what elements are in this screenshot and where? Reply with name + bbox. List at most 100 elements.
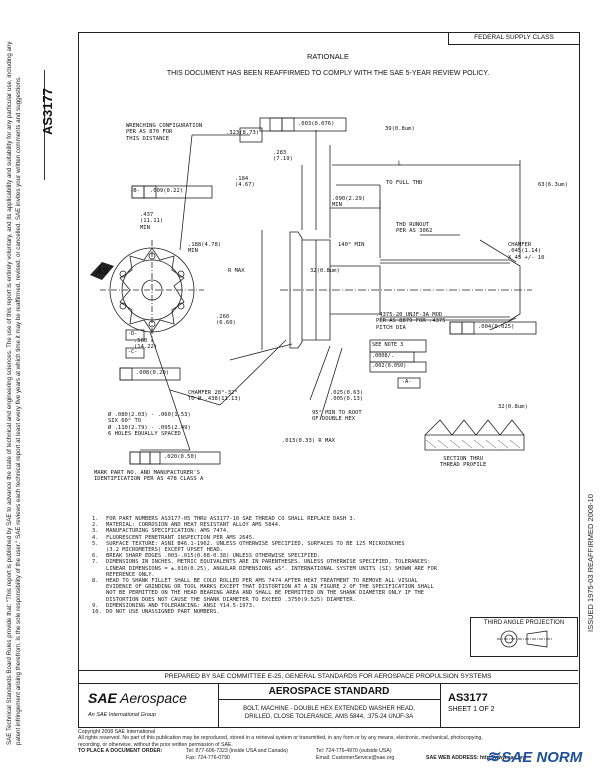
fcf-top-value: .003(0.076) [298,121,335,127]
dim-184: .184 (4.67) [235,176,255,189]
hole-dia: Ø .080(2.03) - .060(1.53) SIX 60° TO Ø .… [108,412,191,438]
see-note: SEE NOTE 3 [372,342,404,348]
label-wrenching-line1: WRENCHING CONFIGURATION [126,123,203,129]
note-row: 1. FOR PART NUMBERS AS3177-05 THRU AS3177… [92,516,532,522]
fcf-e-value: .002(0.050) [372,363,407,369]
note-text: MANUFACTURING SPECIFICATION: AMS 7474. [106,528,230,535]
hole-dia-line1: Ø .080(2.03) - .060(1.53) [108,412,191,418]
sae-logo: SAE Aerospace An SAE International Group [78,684,219,728]
third-angle-projection-box: THIRD ANGLE PROJECTION [470,617,578,657]
federal-supply-class-box: FEDERAL SUPPLY CLASS [448,32,579,45]
note-text: DIMENSIONS IN INCHES. METRIC EQUIVALENTS… [106,559,431,566]
note-text: FOR PART NUMBERS AS3177-05 THRU AS3177-1… [106,516,356,522]
side-disclaimer: SAE Technical Standards Board Rules prov… [6,41,22,746]
order-email[interactable]: Email: CustomerService@sae.org [316,754,395,761]
label-section-line2: THREAD PROFILE [440,462,487,469]
thread-note-line1: .4375-20 UNJF-3A MOD [376,312,443,318]
rights-statement-2: recording, or otherwise, without the pri… [78,741,233,748]
note-text: FLUORESCENT PENETRANT INSPECTION PER AMS… [106,534,256,541]
order-info-2: Fax: 724-776-0790 Email: CustomerService… [78,755,578,761]
dim-013: .013(0.33) R MAX [282,438,335,444]
sae-logo-mark: SAE [88,690,117,706]
label-chamfer-line1: CHAMFER [508,242,532,248]
note-row: EVIDENCE OF GRINDING OR TOOL MARKS EXCEP… [92,584,532,590]
note-row: 2.MATERIAL: CORROSION AND HEAT RESISTANT… [92,522,532,528]
dim-L: L [398,160,402,167]
note-number: 8. [92,578,99,585]
label-chamfer: CHAMFER .045(1.14) X 45 +/- 10 [508,242,544,261]
datum-a: -A- [402,379,412,385]
label-part-mark: MARK PART NO. AND MANUFACTURER'S IDENTIF… [94,470,203,483]
fcf-f-value: .020(0.50) [164,454,198,460]
fcf-b-datum: -B- [130,188,140,194]
datum-d: -D- [128,331,138,337]
dim-283-line2: (7.19) [273,156,293,163]
side-reaffirmed-date: ISSUED 1975-03 REAFFIRMED 2008-10 [586,494,595,632]
note-row: 8. HEAD TO SHANK FILLET SHALL BE COLD ROL… [92,578,532,584]
dim-560-line2: (14.22) [134,344,158,351]
third-angle-projection-title: THIRD ANGLE PROJECTION [483,620,565,626]
dim-283: .283 (7.19) [273,150,293,163]
note-text: EVIDENCE OF GRINDING OR TOOL MARKS EXCEP… [106,584,434,591]
note-text: HEAD TO SHANK FILLET SHALL BE COLD ROLLE… [106,578,418,585]
note-row: 10.DO NOT USE UNASSIGNED PART NUMBERS. [92,609,532,615]
footer: Copyright 2008 SAE International All rig… [78,729,578,761]
sae-logo-word: Aerospace [120,690,187,706]
note-row: 9.DIMENSIONING AND TOLERANCING: ANSI Y14… [92,603,532,609]
thread-profile-detail [424,419,525,436]
note-text: BREAK SHARP EDGES .003-.015(0.08-0.38) U… [106,553,321,560]
dim-025-line1: .025(0.63) [330,390,364,396]
dim-025: .025(0.63) .005(0.13) [330,390,363,403]
note-number: 10. [92,609,102,616]
copyright: Copyright 2008 SAE International [78,729,155,735]
order-fax: Fax: 724-776-0790 [186,754,230,761]
engineering-drawing: WRENCHING CONFIGURATION PER AS 870 FOR T… [80,90,576,510]
hole-dia-line4: 6 HOLES EQUALLY SPACED [108,431,181,438]
side-document-number: AS3177 [40,88,55,135]
note-number: 4. [92,534,99,541]
dim-090-line2: MIN [332,202,342,209]
order-label: TO PLACE A DOCUMENT ORDER: [78,748,163,755]
note-row: 6.BREAK SHARP EDGES .003-.015(0.08-0.38)… [92,553,532,559]
dim-560: .560 (14.22) [134,338,157,351]
note-number: 3. [92,528,99,535]
dim-188-line2: MIN [188,248,198,255]
label-section-line1: SECTION THRU [443,456,484,462]
sae-web-address[interactable]: SAE WEB ADDRESS: http://www.sae.org [426,754,527,761]
note-row: 3. MANUFACTURING SPECIFICATION: AMS 7474. [92,528,532,534]
dim-184-line2: (4.67) [235,182,255,189]
min-140: 140° MIN [338,242,365,248]
note-number: 1. [92,516,99,522]
label-thd-runout: THD RUNOUT PER AS 3062 [396,222,432,235]
thread-note-line3: PITCH DIA [376,324,406,331]
label-part-mark-line2: IDENTIFICATION PER AS 478 CLASS A [94,476,204,483]
bolt-drawing-svg [90,117,537,465]
prepared-by: PREPARED BY SAE COMMITTEE E-25, GENERAL … [78,670,578,681]
document-number: AS3177 [448,692,488,704]
note-text: DISTORTION DOES NOT CAUSE THE SHANK DIAM… [106,596,356,603]
note-row: REFERENCE ONLY. [92,572,532,578]
bolt-shank [330,265,381,315]
note-number: 9. [92,602,99,609]
label-chamfer-line2: .045(1.14) [508,248,542,255]
ra-63: 63(6.3um) [538,182,568,188]
label-part-mark-line1: MARK PART NO. AND MANUFACTURER'S [94,470,200,476]
note-text: REFERENCE ONLY. [106,571,155,578]
part-description: BOLT, MACHINE - DOUBLE HEX EXTENDED WASH… [218,706,440,721]
bolt-head [289,231,303,349]
label-wrenching-line3: THIS DISTANCE [126,135,170,142]
dim-184-line1: .184 [235,176,249,182]
dim-090: .090(2.29) MIN [332,196,365,209]
label-chamfer-base-line1: CHAMFER 28°-32° [188,390,238,396]
hole-dia-line2: SIX 60° TO [108,418,142,425]
sae-norm-mark-icon: ≋ [486,749,500,766]
note-text: (3.2 MICROMETERS) EXCEPT UPSET HEAD. [106,547,223,554]
note-row: NOT BE PERMITTED ON THE HEAD BEARING ARE… [92,590,532,596]
title-block-description: AEROSPACE STANDARD BOLT, MACHINE - DOUBL… [218,684,441,728]
dim-090-line1: .090(2.29) [332,196,366,202]
sheet-number: SHEET 1 OF 2 [448,706,495,713]
label-wrenching: WRENCHING CONFIGURATION PER AS 870 FOR T… [126,123,202,142]
min-to-root: 95° MIN TO ROOT OF DOUBLE HEX [312,410,362,423]
note-row: 5.SURFACE TEXTURE: ASNI B46.1-1962. UNLE… [92,541,532,547]
order-info: TO PLACE A DOCUMENT ORDER: Tel: 877-606-… [78,748,578,754]
